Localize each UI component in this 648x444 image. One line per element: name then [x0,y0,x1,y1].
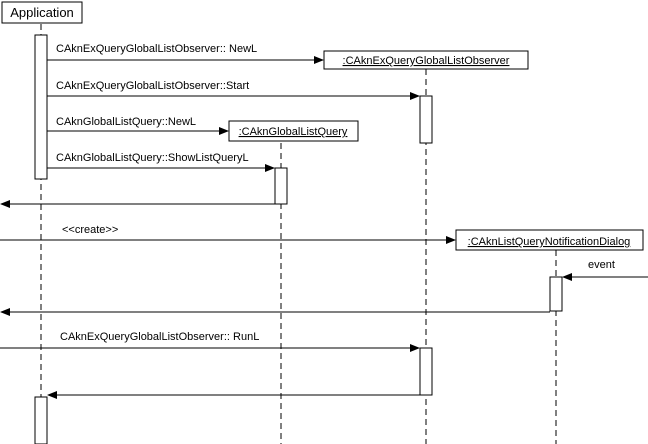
observer-label: :CAknExQueryGlobalListObserver [343,55,510,67]
observer-activation-1 [419,95,433,144]
application-activation-2 [34,396,48,444]
dialog-participant: :CAknListQueryNotificationDialog [455,229,644,251]
observer-activation-2 [419,347,433,396]
message-label-event: event [588,259,615,271]
message-label-list-query-newl: CAknGlobalListQuery::NewL [56,116,196,128]
list-query-participant: :CAknGlobalListQuery [228,120,359,142]
observer-participant: :CAknExQueryGlobalListObserver [323,50,529,70]
application-activation-1 [34,34,48,180]
list-query-activation [274,167,288,205]
list-query-label: :CAknGlobalListQuery [239,126,348,138]
application-participant: Application [1,1,83,24]
application-label: Application [10,5,74,20]
dialog-label: :CAknListQueryNotificationDialog [468,236,631,248]
message-label-runl: CAknExQueryGlobalListObserver:: RunL [60,331,259,343]
message-label-observer-start: CAknExQueryGlobalListObserver::Start [56,80,249,92]
message-label-observer-newl: CAknExQueryGlobalListObserver:: NewL [56,43,257,55]
message-label-create: <<create>> [62,224,118,236]
dialog-activation [549,276,563,312]
message-label-show-list-query: CAknGlobalListQuery::ShowListQueryL [56,152,249,164]
